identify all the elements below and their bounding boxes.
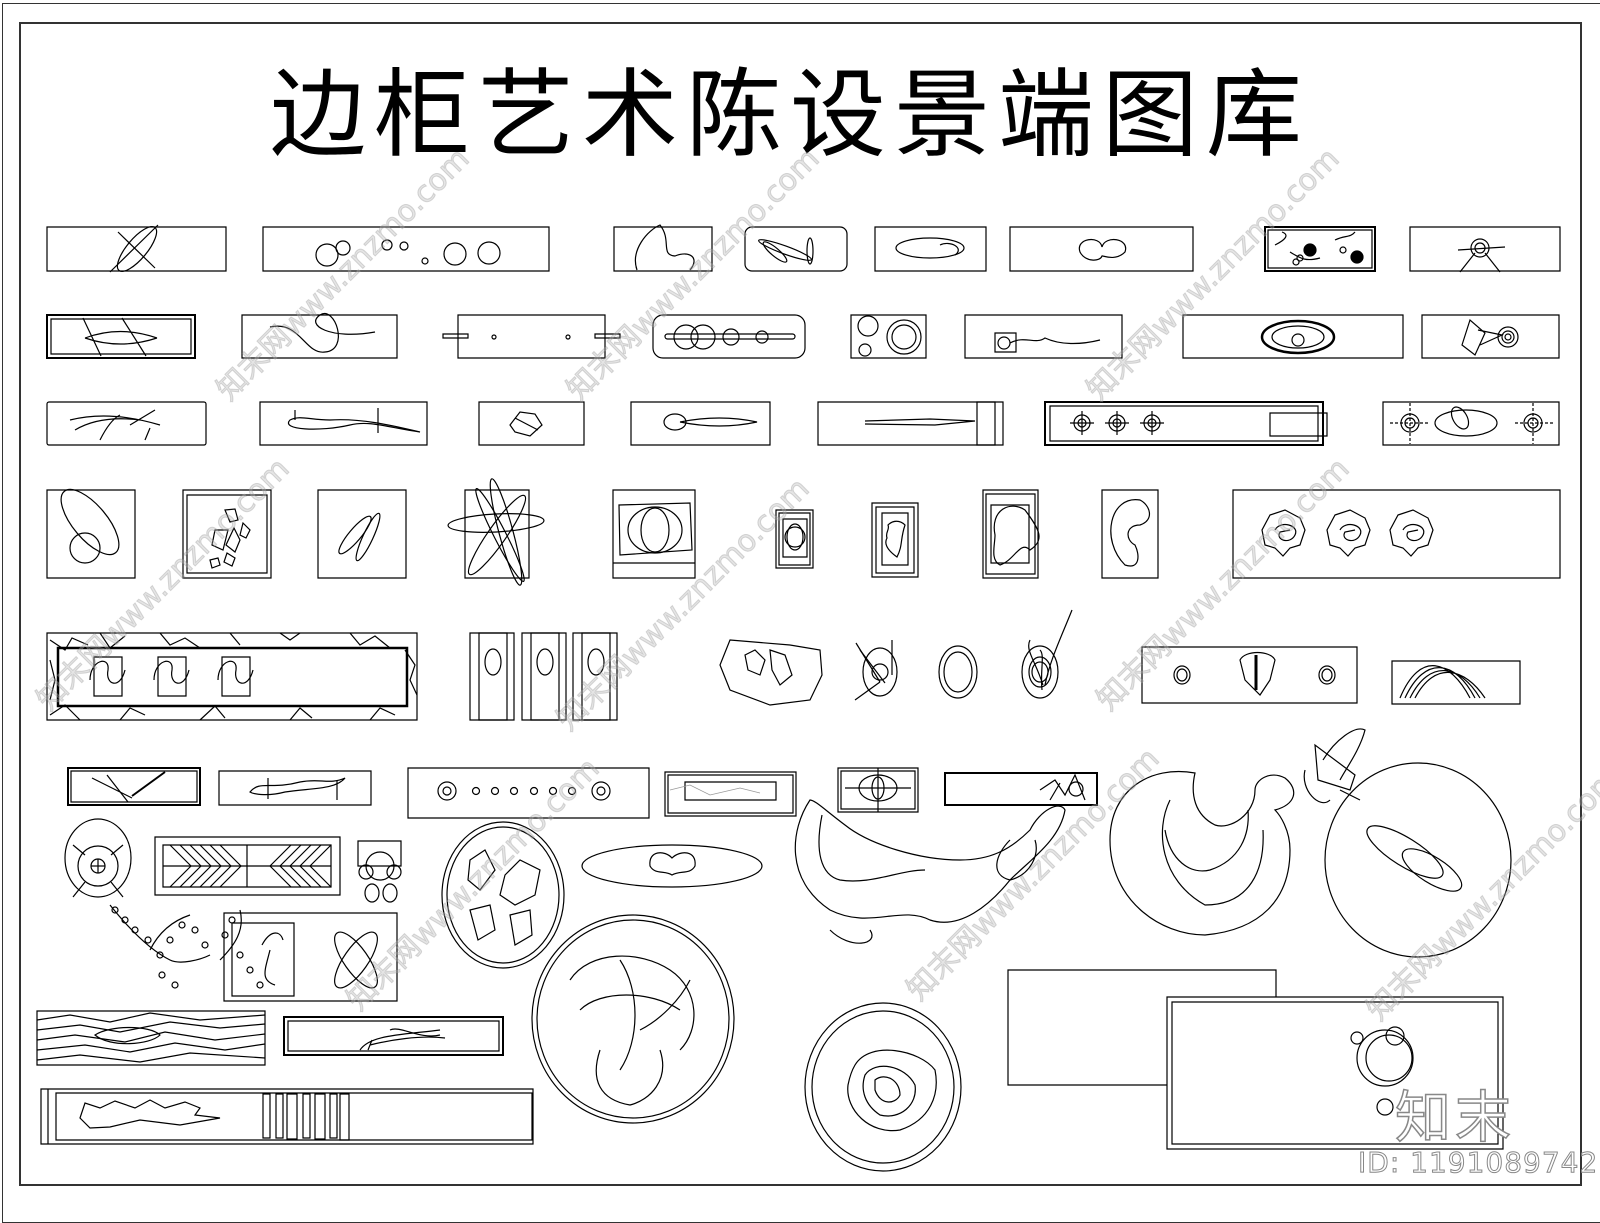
block-leaf-ellipses-frame [318, 490, 406, 578]
block-ribbon-arches [1392, 661, 1520, 704]
block-mask-panel [1142, 647, 1357, 703]
block-bone-shape [1010, 227, 1193, 271]
block-wood-grain-panel [37, 1011, 265, 1065]
block-polygon-frame [183, 490, 271, 578]
block-sunburst-splash [1410, 227, 1560, 272]
block-dot-bar [408, 768, 649, 818]
block-bird-branch-panel [219, 771, 371, 805]
block-circle-dial [851, 315, 926, 358]
block-round-plate-cross [65, 819, 131, 897]
block-blob-frame [872, 503, 918, 577]
block-herringbone-tray [155, 837, 340, 895]
page-title: 边柜艺术陈设景端图库 [270, 59, 1310, 171]
block-small-ellipse-badge [582, 845, 762, 887]
block-marble-panel-triple [47, 633, 417, 720]
block-nested-ellipse-frame [776, 510, 813, 568]
block-rounded-ellipses [745, 227, 847, 271]
brand-logo: 知末 [1394, 1085, 1515, 1152]
block-ellipse-circle-frame [47, 480, 135, 578]
block-grass-panel [284, 1017, 503, 1055]
block-spoon-shape [631, 402, 770, 445]
block-flower-sculpture [1304, 729, 1365, 803]
block-twisted-sculpture [795, 800, 1065, 943]
drawing-frame [19, 22, 1582, 1186]
block-crescent-sculpture [1110, 772, 1294, 935]
block-curve-wave [614, 225, 712, 271]
block-stick-slab [818, 402, 1003, 445]
block-long-rock-panel [41, 1089, 533, 1144]
block-atom-frame [224, 913, 397, 1001]
block-swirl-plate [805, 1003, 961, 1171]
block-rock-tray [613, 490, 695, 578]
block-twig-bowl [1022, 610, 1072, 698]
block-circles-row [263, 227, 549, 271]
block-branch-sculpture [260, 402, 427, 445]
block-woven-bowl [532, 915, 734, 1123]
block-loop-curve [242, 314, 397, 358]
block-chopstick-bowl [855, 640, 897, 700]
block-rock-plate [442, 822, 564, 968]
block-pin-bar [443, 315, 620, 358]
block-burner-ellipse [1383, 402, 1559, 445]
block-c-shape-frame [1102, 490, 1158, 578]
asset-id-label: ID: 1191089742 [1357, 1146, 1599, 1180]
block-eye-frame [838, 768, 918, 812]
block-amoeba-frame [983, 490, 1039, 578]
block-tadpole-square [965, 315, 1122, 358]
block-three-spiral-rocks [1233, 490, 1560, 578]
block-cracked-bar [945, 773, 1097, 805]
block-star-ellipses [448, 477, 545, 587]
block-koi-fish-panel [1265, 227, 1375, 271]
block-bubble-panel [1167, 997, 1503, 1149]
block-crossed-lens [47, 315, 195, 358]
block-double-ring [939, 646, 977, 698]
block-burner-cooktop [1045, 402, 1327, 445]
block-rounded-circle-bar [653, 315, 805, 358]
block-plum-tree [110, 905, 263, 988]
block-sticks-panel [68, 768, 200, 805]
block-figure-chair [358, 841, 401, 902]
block-ellipse-disk [1325, 763, 1511, 957]
block-ornate-medallion [1183, 315, 1403, 358]
block-stones-tray [720, 640, 822, 705]
block-three-egg-pedestals [470, 633, 617, 720]
block-grass-strokes [47, 402, 206, 445]
block-abstract-ellipse-cross [47, 221, 226, 277]
block-swirl-ellipse [875, 227, 986, 271]
block-marble-slab [665, 772, 796, 816]
block-crumpled-rock [479, 402, 584, 445]
block-rock-spiral [1422, 315, 1559, 358]
